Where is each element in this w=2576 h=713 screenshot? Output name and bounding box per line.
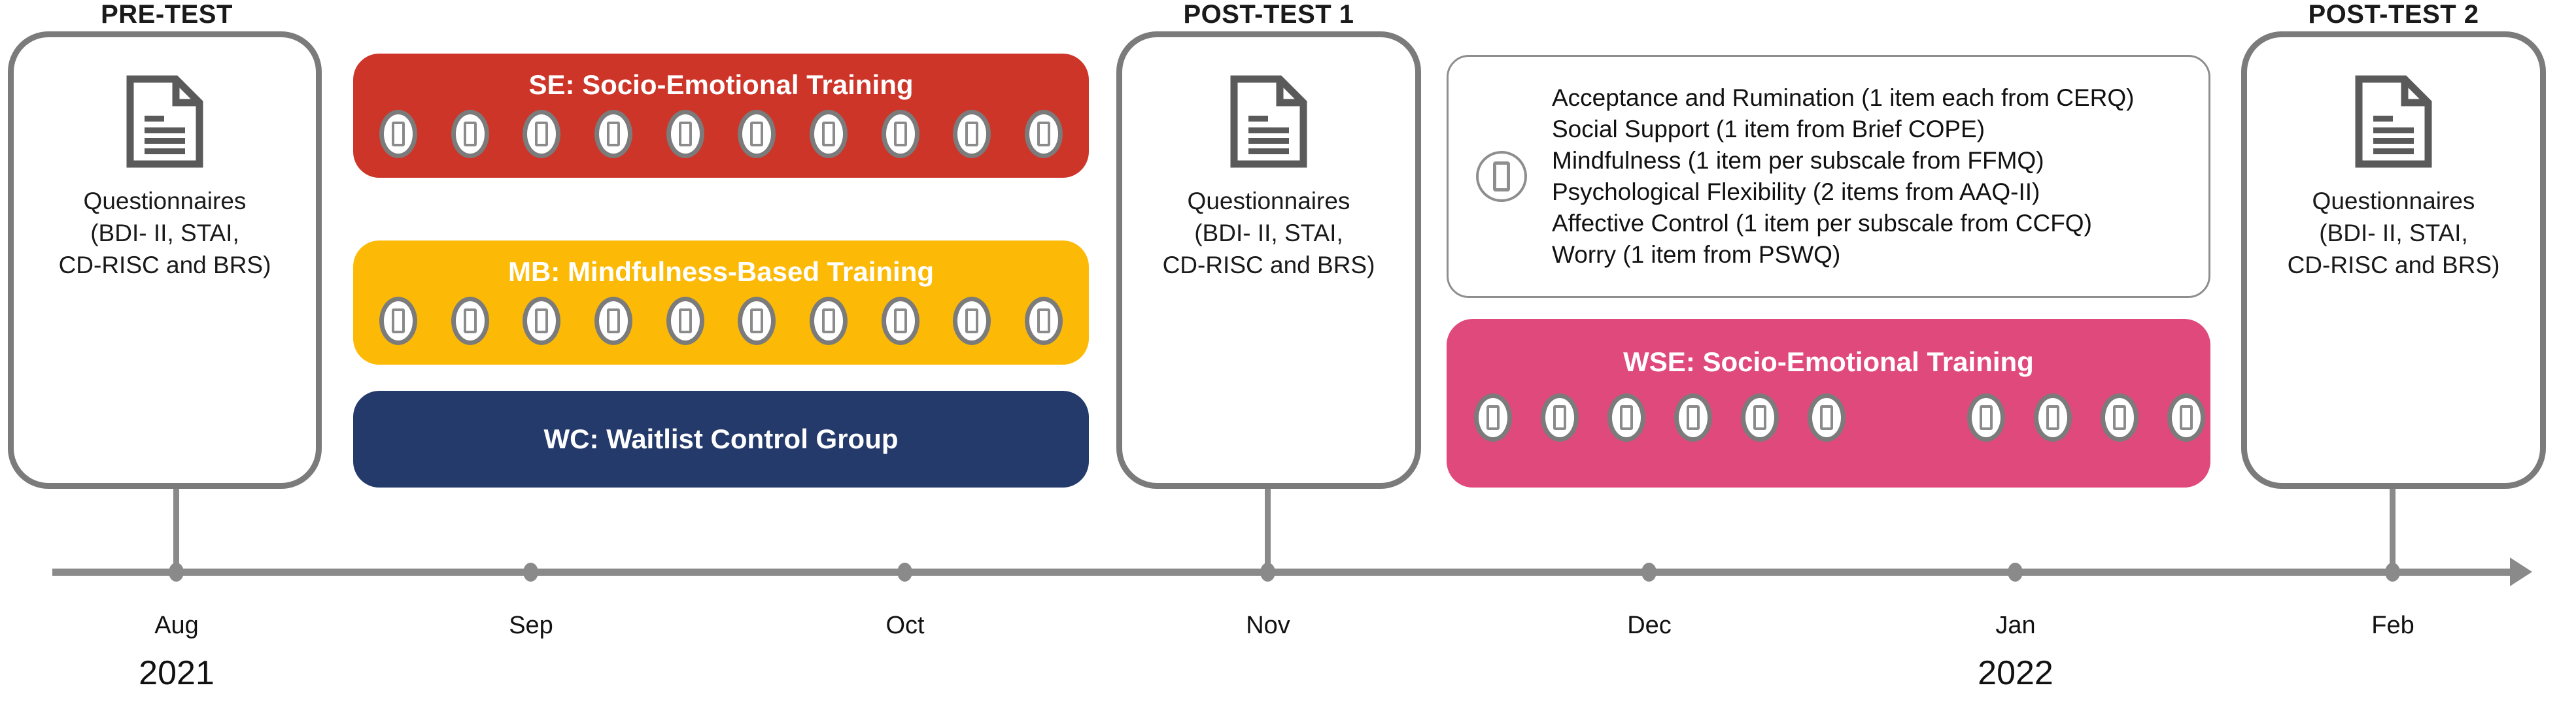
pre-test-label: PRE-TEST — [101, 0, 233, 29]
smartphone-icon — [2101, 393, 2138, 442]
smartphone-icon — [2167, 393, 2205, 442]
timeline-month-label: Dec — [1627, 612, 1672, 639]
smartphone-icon — [451, 110, 489, 158]
post-test-2-label: POST-TEST 2 — [2308, 0, 2479, 29]
smartphone-icon — [953, 297, 991, 345]
smartphone-icon — [809, 297, 848, 345]
measure-item: Worry (1 item from PSWQ) — [1552, 241, 1841, 269]
timeline-tick-jan — [2008, 563, 2023, 582]
smartphone-icon — [881, 110, 919, 158]
group-title-wc: WC: Waitlist Control Group — [543, 423, 899, 454]
timeline-stem-pre-test — [173, 489, 179, 571]
timeline-tick-dec — [1641, 563, 1657, 582]
group-bar-wse: WSE: Socio-Emotional Training — [1447, 319, 2210, 488]
timeline-tick-nov — [1260, 563, 1275, 582]
smartphone-icon — [666, 297, 704, 345]
post-test-1-box: Questionnaires (BDI- II, STAI, CD-RISC a… — [1116, 31, 1421, 489]
group-bar-wc: WC: Waitlist Control Group — [353, 391, 1089, 488]
smartphone-icon — [1024, 297, 1063, 345]
timeline-axis — [52, 569, 2511, 576]
timeline-stem-post-test-1 — [1265, 489, 1271, 571]
smartphone-icon — [379, 297, 417, 345]
smartphone-icon — [738, 297, 776, 345]
smartphone-icon — [738, 110, 776, 158]
timeline-month-label: Nov — [1246, 612, 1290, 639]
smartphone-icon — [523, 297, 561, 345]
timeline-month-label: Aug — [154, 612, 199, 639]
timeline-year-label: 2021 — [139, 654, 215, 692]
smartphone-icon — [1476, 151, 1527, 202]
group-title-mb: MB: Mindfulness-Based Training — [507, 256, 935, 287]
timeline-month-label: Oct — [885, 612, 925, 639]
smartphone-icon — [1967, 393, 2005, 442]
smartphone-icon — [594, 297, 632, 345]
post-test-2-box: Questionnaires (BDI- II, STAI, CD-RISC a… — [2241, 31, 2546, 489]
group-title-se: SE: Socio-Emotional Training — [528, 69, 914, 100]
smartphone-icon — [881, 297, 919, 345]
post-test-2-questionnaire-text: Questionnaires (BDI- II, STAI, CD-RISC a… — [2287, 188, 2500, 279]
measure-item: Psychological Flexibility (2 items from … — [1552, 178, 2040, 205]
smartphone-icon — [1474, 393, 1512, 442]
timeline-tick-sep — [523, 563, 538, 582]
smartphone-icon — [809, 110, 848, 158]
measures-note-box: Acceptance and Rumination (1 item each f… — [1447, 55, 2210, 298]
document-icon — [2355, 75, 2432, 168]
measure-item: Acceptance and Rumination (1 item each f… — [1552, 84, 2135, 111]
smartphone-icon — [523, 110, 561, 158]
pre-test-questionnaire-text: Questionnaires (BDI- II, STAI, CD-RISC a… — [58, 188, 271, 279]
pre-test-box: Questionnaires (BDI- II, STAI, CD-RISC a… — [8, 31, 322, 489]
smartphone-icon — [1741, 393, 1779, 442]
timeline-stem-post-test-2 — [2390, 489, 2396, 571]
mb-session-icons — [353, 297, 1089, 345]
smartphone-icon — [594, 110, 632, 158]
smartphone-icon — [379, 110, 417, 158]
wse-session-icons — [1447, 393, 2210, 442]
document-icon — [126, 75, 203, 168]
measure-item: Mindfulness (1 item per subscale from FF… — [1552, 146, 2044, 174]
measures-list: Acceptance and Rumination (1 item each f… — [1552, 82, 2134, 271]
measure-item: Social Support (1 item from Brief COPE) — [1552, 115, 1985, 142]
smartphone-icon — [1541, 393, 1579, 442]
document-icon — [1230, 75, 1307, 168]
smartphone-icon — [666, 110, 704, 158]
timeline-tick-feb — [2385, 563, 2400, 582]
post-test-1-label: POST-TEST 1 — [1183, 0, 1354, 29]
smartphone-icon — [1674, 393, 1712, 442]
smartphone-icon — [2034, 393, 2072, 442]
timeline-month-label: Sep — [509, 612, 553, 639]
se-session-icons — [353, 110, 1089, 158]
timeline-month-label: Jan — [1995, 612, 2036, 639]
measure-item: Affective Control (1 item per subscale f… — [1552, 210, 2092, 237]
timeline-arrow-head — [2510, 557, 2532, 586]
smartphone-icon — [1808, 393, 1846, 442]
smartphone-icon — [953, 110, 991, 158]
smartphone-icon — [451, 297, 489, 345]
timeline-tick-aug — [169, 563, 184, 582]
group-bar-mb: MB: Mindfulness-Based Training — [353, 240, 1089, 365]
smartphone-icon — [1607, 393, 1645, 442]
group-title-wse: WSE: Socio-Emotional Training — [1623, 346, 2034, 377]
timeline-tick-oct — [897, 563, 912, 582]
group-bar-se: SE: Socio-Emotional Training — [353, 54, 1089, 178]
timeline-month-label: Feb — [2371, 612, 2414, 639]
smartphone-icon — [1024, 110, 1063, 158]
timeline-year-label: 2022 — [1978, 654, 2053, 692]
post-test-1-questionnaire-text: Questionnaires (BDI- II, STAI, CD-RISC a… — [1162, 188, 1375, 279]
